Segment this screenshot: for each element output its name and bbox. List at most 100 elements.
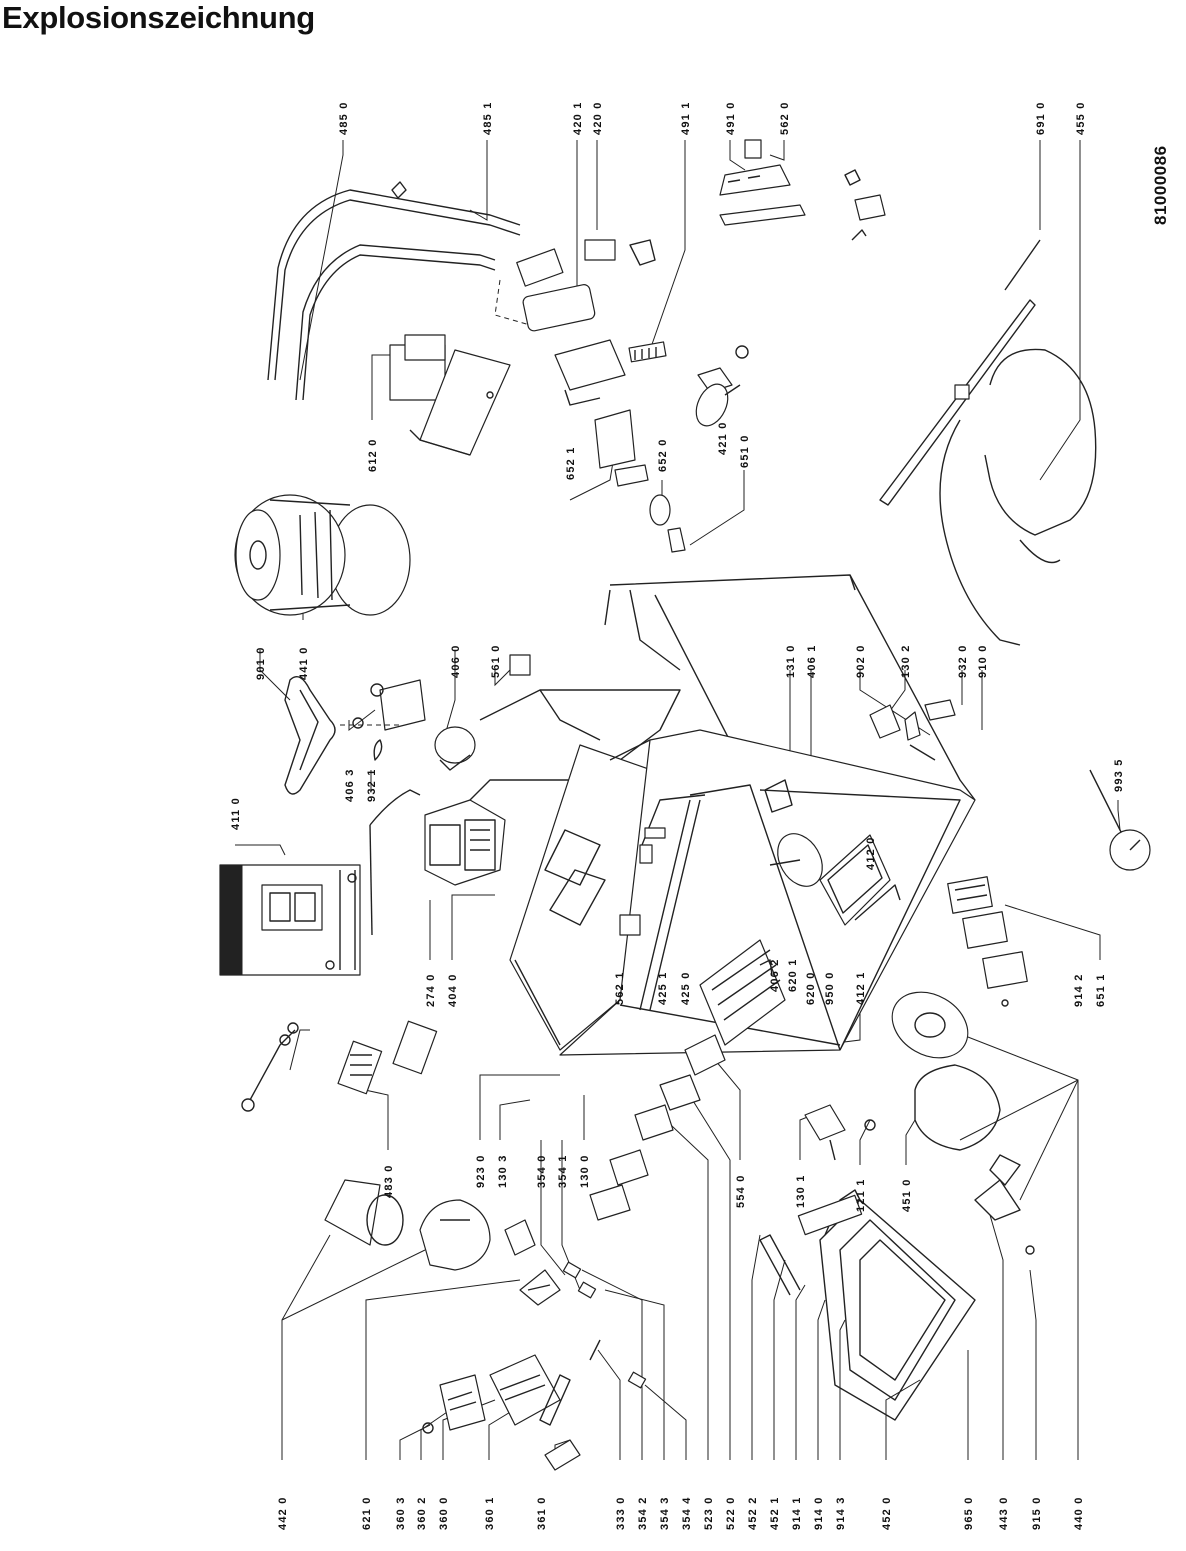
label-130-2: 130 2 xyxy=(900,644,912,678)
label-923-0: 923 0 xyxy=(475,1154,487,1188)
label-452-0: 452 0 xyxy=(881,1496,893,1530)
label-562-1: 562 1 xyxy=(614,971,626,1005)
label-420-1: 420 1 xyxy=(572,101,584,135)
label-440-0: 440 0 xyxy=(1073,1496,1085,1530)
label-522-0: 522 0 xyxy=(725,1496,737,1530)
label-354-0: 354 0 xyxy=(536,1154,548,1188)
label-443-0: 443 0 xyxy=(998,1496,1010,1530)
small-relay-651-1 xyxy=(947,876,1028,1007)
relay-box-612 xyxy=(389,334,511,456)
display-module-360 xyxy=(422,1354,581,1471)
label-130-3: 130 3 xyxy=(497,1154,509,1188)
label-993-5: 993 5 xyxy=(1113,758,1125,792)
label-652-1: 652 1 xyxy=(565,446,577,480)
label-425-1: 425 1 xyxy=(657,971,669,1005)
label-523-0: 523 0 xyxy=(703,1496,715,1530)
label-412-0: 412 0 xyxy=(865,836,877,870)
motor-mount-406 xyxy=(340,679,476,771)
blower-442 xyxy=(324,1179,536,1271)
label-491-1: 491 1 xyxy=(680,101,692,135)
label-485-1: 485 1 xyxy=(482,101,494,135)
timer-404 xyxy=(369,789,506,936)
control-parts-554 xyxy=(589,1034,726,1221)
label-914-3: 914 3 xyxy=(835,1496,847,1530)
fan-wheel-441 xyxy=(234,494,411,616)
label-442-0: 442 0 xyxy=(277,1496,289,1530)
label-902-0: 902 0 xyxy=(855,644,867,678)
thermometer-993 xyxy=(1089,769,1151,871)
label-965-0: 965 0 xyxy=(963,1496,975,1530)
label-406-3: 406 3 xyxy=(344,768,356,802)
label-621-0: 621 0 xyxy=(361,1496,373,1530)
label-483-0: 483 0 xyxy=(383,1164,395,1198)
label-121-1: 121 1 xyxy=(855,1178,867,1212)
fan-element-451 xyxy=(891,991,1035,1255)
label-915-0: 915 0 xyxy=(1031,1496,1043,1530)
label-421-0: 421 0 xyxy=(717,421,729,455)
label-932-1: 932 1 xyxy=(366,768,378,802)
label-485-0: 485 0 xyxy=(338,101,350,135)
label-620-0: 620 0 xyxy=(805,971,817,1005)
motor-421 xyxy=(695,383,741,427)
label-561-0: 561 0 xyxy=(490,644,502,678)
door-lock-412 xyxy=(819,834,901,926)
label-131-0: 131 0 xyxy=(785,644,797,678)
label-361-0: 361 0 xyxy=(536,1496,548,1530)
label-441-0: 441 0 xyxy=(298,646,310,680)
label-554-0: 554 0 xyxy=(735,1174,747,1208)
label-491-0: 491 0 xyxy=(725,101,737,135)
oven-heating-element-455 xyxy=(879,239,1097,646)
label-420-0: 420 0 xyxy=(592,101,604,135)
label-354-1: 354 1 xyxy=(557,1154,569,1188)
label-620-1: 620 1 xyxy=(787,958,799,992)
label-452-2: 452 2 xyxy=(747,1496,759,1530)
label-406-2: 406 2 xyxy=(769,958,781,992)
heating-elements-top xyxy=(267,181,521,401)
label-360-2: 360 2 xyxy=(416,1496,428,1530)
label-360-1: 360 1 xyxy=(484,1496,496,1530)
label-360-0: 360 0 xyxy=(438,1496,450,1530)
belt-901 xyxy=(284,676,336,795)
small-switch-561 xyxy=(509,654,531,676)
label-425-0: 425 0 xyxy=(680,971,692,1005)
label-406-1: 406 1 xyxy=(806,644,818,678)
label-354-4: 354 4 xyxy=(681,1496,693,1530)
label-130-0: 130 0 xyxy=(579,1154,591,1188)
label-932-0: 932 0 xyxy=(957,644,969,678)
page-title: Explosionszeichnung xyxy=(2,0,315,35)
label-354-3: 354 3 xyxy=(659,1496,671,1530)
label-691-0: 691 0 xyxy=(1035,101,1047,135)
connector-chain-left xyxy=(241,1020,438,1112)
label-914-1: 914 1 xyxy=(791,1496,803,1530)
label-651-0: 651 0 xyxy=(739,434,751,468)
contactor-block-491 xyxy=(719,139,886,241)
label-651-1: 651 1 xyxy=(1095,973,1107,1007)
label-333-0: 333 0 xyxy=(615,1496,627,1530)
label-914-0: 914 0 xyxy=(813,1496,825,1530)
label-411-0: 411 0 xyxy=(230,797,242,830)
document-number: 81000086 xyxy=(1151,145,1170,225)
label-412-1: 412 1 xyxy=(855,971,867,1005)
label-950-0: 950 0 xyxy=(824,971,836,1005)
label-910-0: 910 0 xyxy=(977,644,989,678)
part-labels: 485 0 485 1 420 1 420 0 491 1 491 0 562 … xyxy=(230,101,1170,1530)
bracket-621 xyxy=(519,1269,561,1306)
thermostat-cluster xyxy=(494,239,656,332)
label-652-0: 652 0 xyxy=(657,438,669,472)
label-406-0: 406 0 xyxy=(450,644,462,678)
switch-652 xyxy=(594,409,686,553)
grill-element-452 xyxy=(759,1189,976,1421)
label-612-0: 612 0 xyxy=(367,438,379,472)
label-451-0: 451 0 xyxy=(901,1178,913,1212)
label-452-1: 452 1 xyxy=(769,1496,781,1530)
label-562-0: 562 0 xyxy=(779,101,791,135)
label-354-2: 354 2 xyxy=(637,1496,649,1530)
small-clips-354 xyxy=(562,1261,647,1389)
switch-parts-130-2 xyxy=(764,699,956,813)
plate-406-1 xyxy=(769,833,823,887)
label-455-0: 455 0 xyxy=(1075,101,1087,135)
label-274-0: 274 0 xyxy=(425,973,437,1007)
label-130-1: 130 1 xyxy=(795,1174,807,1208)
label-404-0: 404 0 xyxy=(447,973,459,1007)
